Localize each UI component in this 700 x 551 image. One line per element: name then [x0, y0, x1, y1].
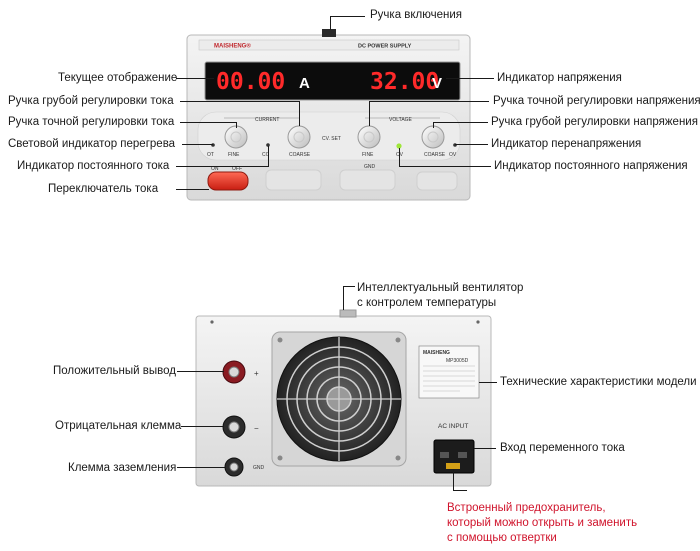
current-switch[interactable]: [207, 171, 249, 191]
fuse-holder[interactable]: [446, 463, 460, 469]
label-overheat-led: Световой индикатор перегрева: [8, 138, 176, 150]
label-coarse-current-knob: Ручка грубой регулировки тока: [8, 95, 174, 107]
label-voltage-indicator: Индикатор напряжения: [497, 72, 622, 84]
label-fan-line2: с контролем температуры: [357, 297, 497, 309]
coarse-current-knob[interactable]: [287, 125, 311, 149]
front-model-title: DC POWER SUPPLY: [358, 44, 412, 50]
label-fan-line1: Интеллектуальный вентилятор: [357, 282, 524, 294]
back-panel: + − GND MAISH: [195, 309, 492, 487]
label-coarse-voltage-knob: Ручка грубой регулировки напряжения: [491, 116, 698, 128]
mark-coarse-current: COARSE: [289, 152, 311, 158]
voltage-display: 32.00: [370, 69, 439, 95]
panel-voltage-label: VOLTAGE: [389, 117, 413, 123]
plus-mark: +: [254, 369, 259, 378]
current-unit: A: [299, 75, 310, 92]
cooling-fan: [271, 331, 407, 467]
ground-terminal[interactable]: [224, 457, 244, 477]
front-brand: MAISHENG®: [214, 43, 251, 50]
ac-input-socket[interactable]: [433, 439, 475, 474]
label-fuse-line3: с помощью отвертки: [447, 532, 557, 544]
spec-model: MP3005D: [446, 358, 469, 364]
mark-gnd: GND: [364, 164, 376, 170]
cv-led: [396, 143, 402, 149]
mark-ot: OT: [207, 152, 214, 158]
label-positive-output: Положительный вывод: [53, 365, 176, 377]
label-specs: Технические характеристики модели: [500, 376, 697, 388]
label-power-knob: Ручка включения: [370, 9, 463, 21]
mark-coarse-voltage: COARSE: [424, 152, 446, 158]
label-cc-indicator: Индикатор постоянного тока: [17, 160, 170, 172]
mark-cc: CC: [262, 152, 270, 158]
display-window: [204, 61, 461, 101]
negative-terminal[interactable]: [222, 415, 246, 439]
mark-off: OFF: [232, 166, 242, 172]
mark-on: ON: [211, 166, 219, 172]
ac-input-mark: AC INPUT: [438, 423, 468, 430]
gnd-mark: GND: [253, 465, 265, 471]
fine-current-knob[interactable]: [224, 125, 248, 149]
panel-current-label: CURRENT: [255, 117, 279, 123]
current-display: 00.00: [216, 69, 285, 95]
minus-mark: −: [254, 424, 259, 433]
mark-ch-set: CV. SET: [322, 136, 341, 142]
label-ground-terminal: Клемма заземления: [68, 462, 177, 474]
label-fine-voltage-knob: Ручка точной регулировки напряжения: [493, 95, 700, 107]
coarse-voltage-knob[interactable]: [421, 125, 445, 149]
label-overvoltage-indicator: Индикатор перенапряжения: [491, 138, 642, 150]
label-negative-terminal: Отрицательная клемма: [55, 420, 182, 432]
mark-fine-voltage: FINE: [362, 152, 374, 158]
positive-terminal[interactable]: [222, 360, 246, 384]
label-current-switch: Переключатель тока: [48, 183, 159, 195]
label-cv-indicator: Индикатор постоянного напряжения: [494, 160, 688, 172]
mark-ovp: OV: [449, 152, 457, 158]
mark-fine-current: FINE: [228, 152, 240, 158]
label-fuse-line2: который можно открыть и заменить: [447, 517, 638, 529]
power-knob[interactable]: [322, 29, 336, 37]
label-ac-input: Вход переменного тока: [500, 442, 625, 454]
label-fuse-line1: Встроенный предохранитель,: [447, 502, 606, 514]
spec-brand: MAISHENG: [423, 350, 450, 356]
label-current-display: Текущее отображение: [58, 72, 178, 84]
fine-voltage-knob[interactable]: [357, 125, 381, 149]
cc-led: [266, 143, 270, 147]
front-panel: MAISHENG® DC POWER SUPPLY 00.00 A 32.00 …: [186, 29, 471, 201]
label-fine-current-knob: Ручка точной регулировки тока: [8, 116, 175, 128]
voltage-unit: V: [432, 75, 442, 92]
spec-label: MAISHENG MP3005D: [418, 345, 480, 399]
